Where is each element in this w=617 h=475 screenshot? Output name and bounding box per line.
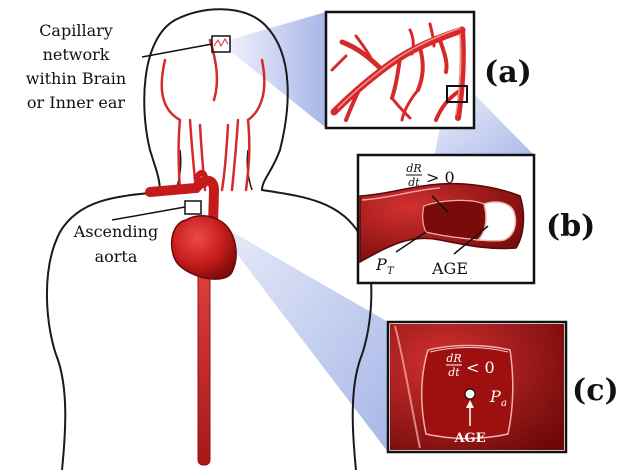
capillary-label-2: network — [43, 45, 110, 64]
panel-c-pa-symbol: P — [489, 387, 501, 406]
brain-box — [212, 36, 230, 52]
brain-box-capillary — [214, 39, 228, 46]
capillary-label-3: within Brain — [26, 69, 126, 88]
panel-a-label: (a) — [484, 55, 532, 90]
aorta-pointer — [112, 207, 185, 220]
panel-b-age-label: AGE — [431, 259, 468, 278]
panel-b: dR dt > 0 P T AGE (b) — [358, 155, 595, 283]
panel-c-label: (c) — [572, 373, 617, 408]
panel-a: (a) — [326, 12, 532, 128]
panel-b-pt-symbol: P — [375, 255, 387, 274]
aorta-box — [185, 201, 201, 214]
panel-c-age-label: AGE — [453, 431, 485, 446]
panel-b-label: (b) — [546, 209, 595, 244]
aorta-label-2: aorta — [95, 247, 138, 266]
aorta-label-1: Ascending — [73, 222, 158, 241]
panel-b-drdt-denominator: dt — [408, 176, 420, 189]
panel-b-drdt-numerator: dR — [406, 162, 421, 175]
capillary-label-4: or Inner ear — [27, 93, 126, 112]
panel-c: dR dt < 0 P a AGE (c) — [388, 322, 617, 452]
panel-c-point — [465, 389, 475, 399]
heart — [172, 216, 236, 279]
panel-c-pa-subscript: a — [501, 398, 507, 409]
capillary-label-1: Capillary — [39, 21, 113, 40]
panel-c-drdt-denominator: dt — [448, 366, 460, 379]
panel-c-drdt-relation: < 0 — [466, 358, 495, 377]
panel-c-drdt-numerator: dR — [446, 352, 461, 365]
zoom-beam-a — [229, 12, 326, 128]
panel-b-drdt-relation: > 0 — [426, 168, 455, 187]
